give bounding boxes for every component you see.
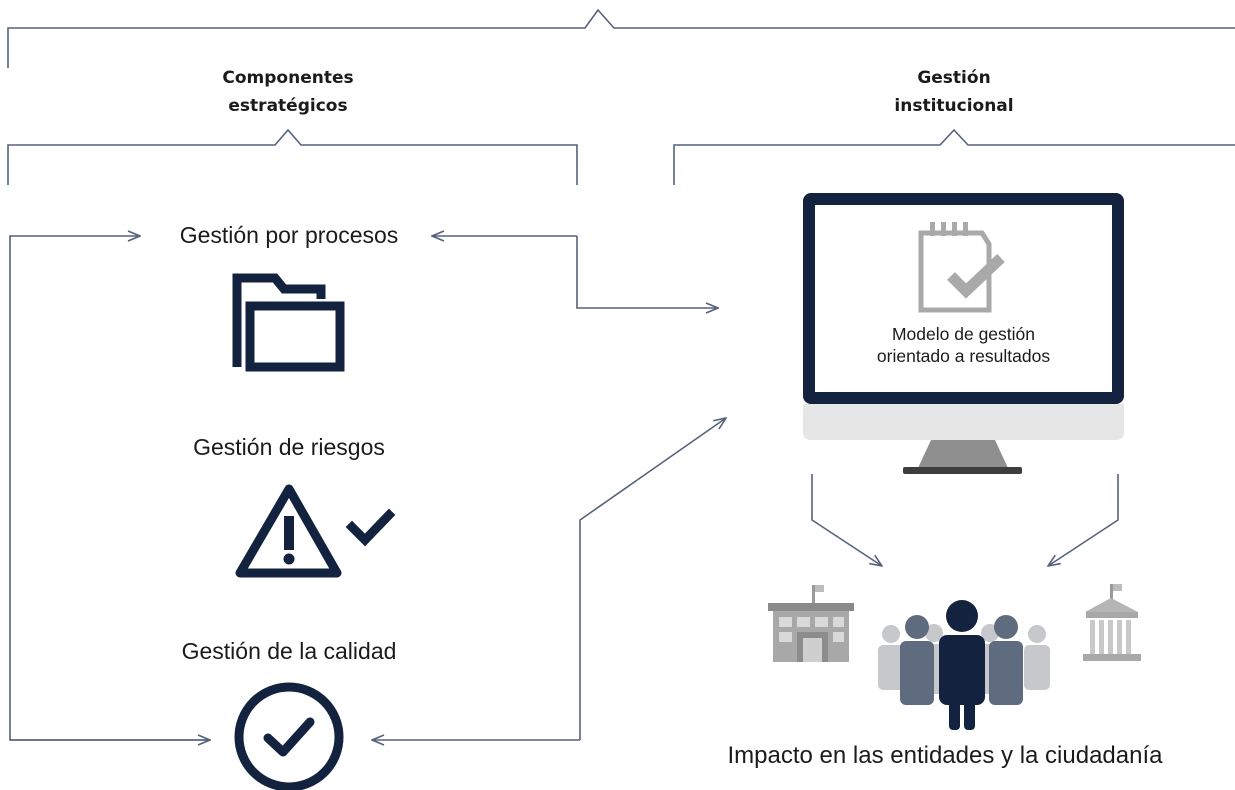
model-label-line1: Modelo de gestión [891, 324, 1036, 344]
monitor [803, 193, 1124, 474]
monitor-to-impact-right-arrow [1048, 474, 1119, 566]
institutional-header-line1: Gestión [917, 68, 991, 88]
component-label-processes: Gestión por procesos [179, 222, 399, 248]
processes-to-model-arrow [576, 236, 718, 308]
checklist-notepad-icon [918, 222, 1005, 313]
warning-check-icon [235, 484, 396, 578]
institutional-header: Gestión institucional [854, 64, 1054, 120]
people-group-icon [878, 600, 1050, 730]
institutional-header-line2: institucional [894, 96, 1014, 116]
model-label-line2: orientado a resultados [876, 346, 1051, 366]
model-label: Modelo de gestión orientado a resultados [815, 323, 1112, 367]
government-building-icon [1083, 584, 1141, 661]
quality-to-model-arrow [579, 418, 726, 740]
components-header: Componentes estratégicos [188, 64, 388, 120]
top-bracket [7, 8, 1235, 68]
components-header-line2: estratégicos [228, 96, 348, 116]
institutional-bracket [673, 128, 1235, 185]
monitor-to-impact-left-arrow [811, 474, 882, 566]
folder-icon [232, 273, 345, 372]
impact-label: Impacto en las entidades y la ciudadanía [727, 742, 1163, 769]
component-label-quality: Gestión de la calidad [181, 638, 397, 664]
components-header-line1: Componentes [222, 68, 354, 88]
components-bracket [7, 128, 578, 185]
component-label-risks: Gestión de riesgos [193, 434, 385, 460]
circle-check-icon [234, 682, 344, 790]
office-building-icon [768, 585, 854, 662]
